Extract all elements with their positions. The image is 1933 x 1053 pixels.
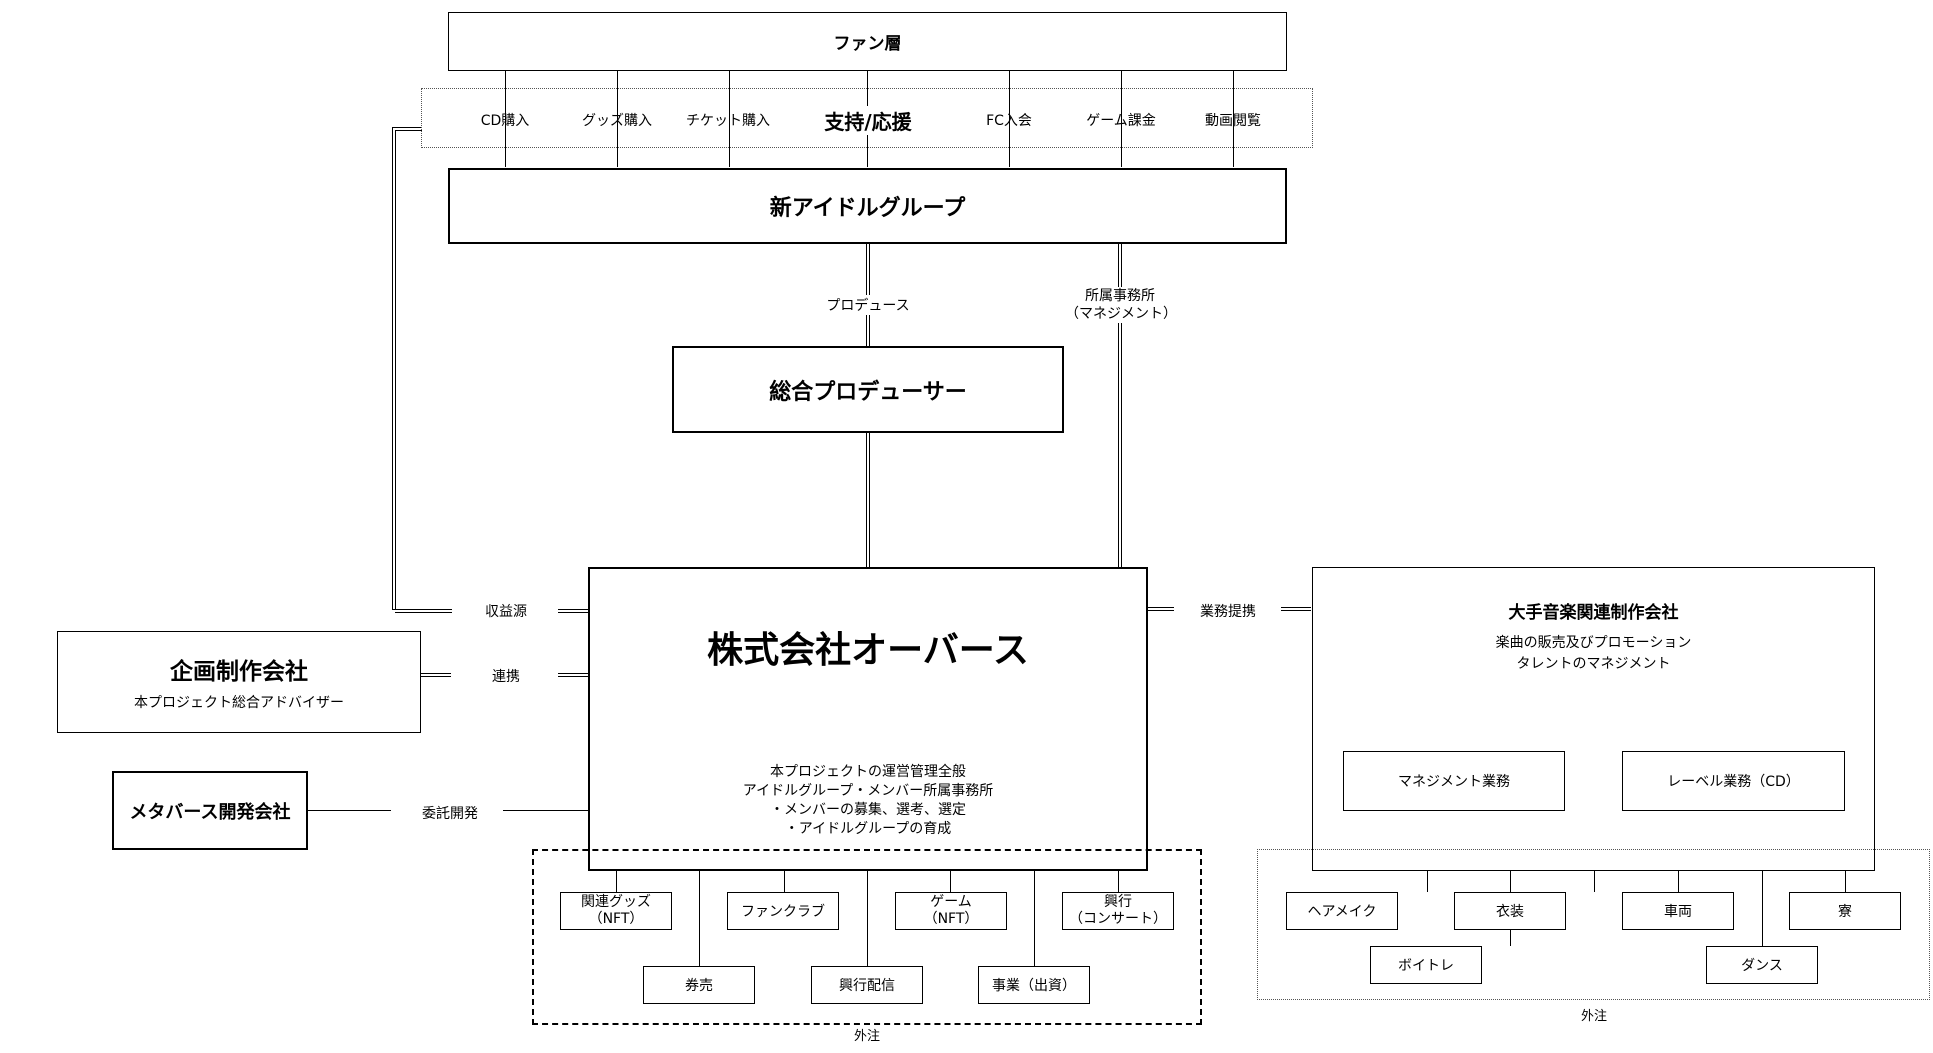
connector-line — [1427, 870, 1428, 892]
collab-label: 連携 — [492, 669, 520, 685]
agency-connector — [1121, 244, 1122, 567]
connector-line — [616, 870, 617, 892]
outsource-vehicle-box: 車両 — [1622, 892, 1734, 930]
producer-box: 総合プロデューサー — [672, 346, 1064, 433]
collab-connector — [558, 676, 588, 677]
business-connector — [1281, 607, 1311, 608]
revenue-connector — [395, 612, 452, 613]
outsource-nft-goods-box: 関連グッズ（NFT） — [560, 892, 672, 930]
support-item: 動画閲覧 — [1205, 113, 1261, 129]
outsource-costume-box: 衣装 — [1454, 892, 1566, 930]
fan-layer-box: ファン層 — [448, 12, 1287, 71]
connector-line — [784, 870, 785, 892]
management-unit-box: マネジメント業務 — [1343, 751, 1565, 811]
outsource-hairmake-box: ヘアメイク — [1286, 892, 1398, 930]
connector-line — [1233, 70, 1234, 167]
dev-connector — [307, 810, 391, 811]
revenue-connector — [395, 130, 396, 610]
producer-connector — [866, 433, 867, 567]
outsource-vocal-box: ボイトレ — [1370, 946, 1482, 984]
collab-connector — [558, 673, 588, 674]
dev-connector — [503, 810, 588, 811]
business-connector — [1146, 607, 1174, 608]
label-unit-box: レーベル業務（CD） — [1622, 751, 1845, 811]
outsource-streaming-box: 興行配信 — [811, 966, 923, 1004]
connector-line — [1034, 870, 1035, 966]
connector-line — [1009, 70, 1010, 167]
orbers-duties: 本プロジェクトの運営管理全般 アイドルグループ・メンバー所属事務所 ・メンバーの… — [742, 764, 994, 837]
revenue-connector — [558, 609, 588, 610]
business-connector — [1281, 610, 1311, 611]
agency-label: 所属事務所（マネジメント） — [1065, 287, 1177, 323]
connector-line — [1121, 70, 1122, 167]
music-company-name: 大手音楽関連制作会社 — [1508, 603, 1679, 623]
support-item: FC入会 — [986, 113, 1032, 129]
support-item: CD購入 — [480, 113, 530, 129]
connector-line — [950, 870, 951, 892]
dev-label: 委託開発 — [422, 806, 478, 822]
connector-line — [699, 870, 700, 966]
support-item: ゲーム課金 — [1086, 113, 1156, 129]
outsource-investment-box: 事業（出資） — [978, 966, 1090, 1004]
music-company-desc: 楽曲の販売及びプロモーション タレントのマネジメント — [1495, 635, 1692, 672]
revenue-label: 収益源 — [485, 604, 527, 620]
revenue-connector — [395, 130, 422, 131]
collab-connector — [421, 673, 451, 674]
right-outsource-frame — [1257, 849, 1930, 1000]
outsource-concert-box: 興行（コンサート） — [1062, 892, 1174, 930]
connector-line — [617, 70, 618, 167]
outsource-dorm-box: 寮 — [1789, 892, 1901, 930]
connector-line — [1594, 870, 1595, 892]
revenue-connector — [392, 127, 393, 610]
outsource-fanclub-box: ファンクラブ — [727, 892, 839, 930]
metaverse-company-box: メタバース開発会社 — [112, 771, 308, 850]
connector-line — [1762, 870, 1763, 946]
connector-line — [505, 70, 506, 167]
revenue-connector — [392, 609, 452, 610]
planning-company-box: 企画制作会社 本プロジェクト総合アドバイザー — [57, 631, 421, 733]
revenue-connector — [392, 127, 422, 128]
support-band — [421, 88, 1313, 148]
outsource-dance-box: ダンス — [1706, 946, 1818, 984]
connector-line — [1678, 870, 1679, 892]
orbers-box: 株式会社オーバース 本プロジェクトの運営管理全般 アイドルグループ・メンバー所属… — [588, 567, 1148, 871]
right-outsource-label: 外注 — [1580, 1009, 1607, 1024]
collab-connector — [421, 676, 451, 677]
revenue-connector — [558, 612, 588, 613]
left-outsource-label: 外注 — [853, 1029, 880, 1044]
planning-company-name: 企画制作会社 — [170, 659, 308, 685]
outsource-ticketing-box: 券売 — [643, 966, 755, 1004]
orbers-name: 株式会社オーバース — [707, 630, 1029, 671]
idol-group-box: 新アイドルグループ — [448, 168, 1287, 244]
music-company-box: 大手音楽関連制作会社 楽曲の販売及びプロモーション タレントのマネジメント — [1312, 567, 1875, 871]
produce-label: プロデュース — [808, 295, 928, 315]
producer-connector — [869, 433, 870, 567]
connector-line — [1118, 870, 1119, 892]
agency-connector — [1118, 244, 1119, 567]
connector-line — [729, 70, 730, 167]
outsource-game-box: ゲーム（NFT） — [895, 892, 1007, 930]
business-label: 業務提携 — [1200, 604, 1256, 620]
left-outsource-frame — [532, 849, 1202, 1025]
planning-company-sub: 本プロジェクト総合アドバイザー — [134, 695, 344, 711]
support-item: グッズ購入 — [582, 113, 652, 129]
support-item: チケット購入 — [686, 113, 770, 129]
connector-line — [867, 870, 868, 966]
support-title: 支持/応援 — [808, 106, 928, 135]
business-connector — [1146, 610, 1174, 611]
connector-line — [1845, 870, 1846, 892]
